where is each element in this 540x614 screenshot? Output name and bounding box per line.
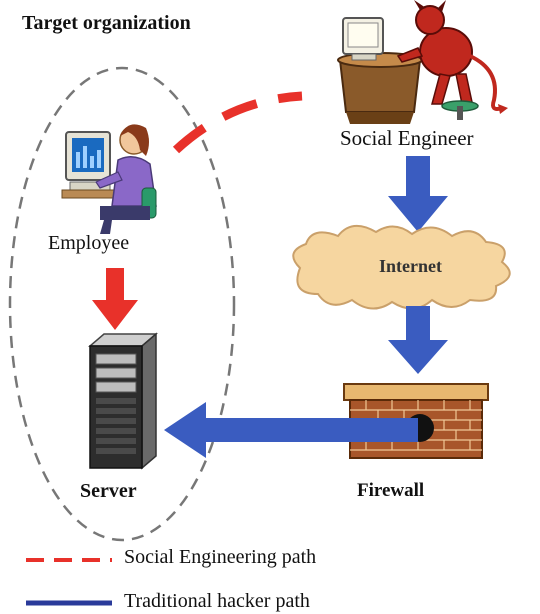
- organization-boundary: [8, 66, 236, 542]
- blue-arrow: [164, 402, 418, 458]
- social-engineering-path: [172, 91, 303, 154]
- devil-hacker-icon: [337, 0, 508, 124]
- server-icon: [87, 332, 159, 470]
- blue-arrow: [388, 156, 448, 232]
- red-arrow: [92, 268, 138, 330]
- blue-arrow: [388, 306, 448, 374]
- organization-title: Target organization: [22, 12, 191, 34]
- legend-traditional-hacker-label: Traditional hacker path: [124, 590, 310, 612]
- internet-cloud-icon: [292, 225, 511, 310]
- server-label: Server: [80, 480, 137, 502]
- legend-social-engineering-label: Social Engineering path: [124, 546, 317, 568]
- firewall-label: Firewall: [357, 480, 425, 501]
- internet-label: Internet: [379, 256, 442, 276]
- employee-at-computer-icon: [61, 124, 157, 234]
- social-engineer-label: Social Engineer: [340, 126, 474, 150]
- employee-label: Employee: [48, 232, 130, 254]
